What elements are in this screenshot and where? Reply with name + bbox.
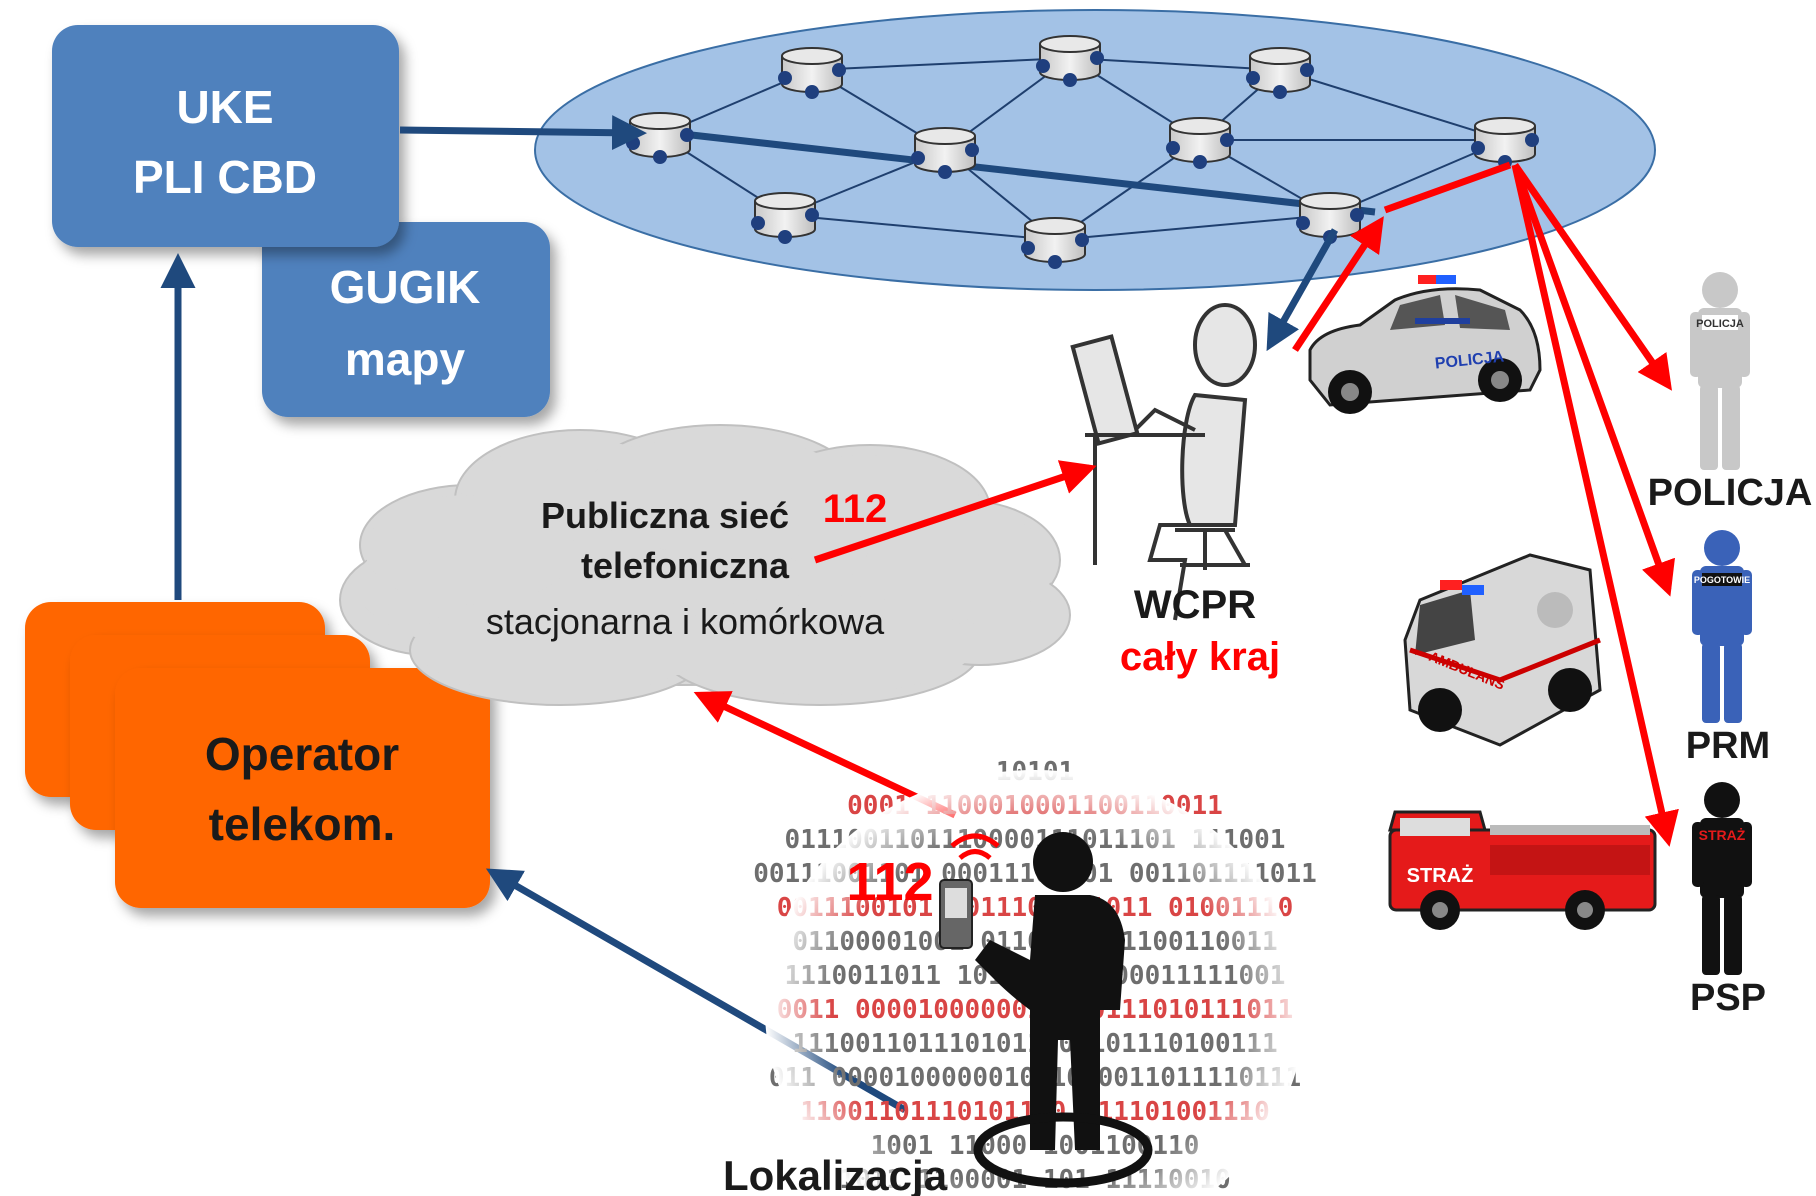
database-node-icon bbox=[1166, 117, 1234, 169]
uke-line1: UKE bbox=[176, 81, 273, 133]
telephone-network-cloud: Publiczna sieć 112 telefoniczna stacjona… bbox=[339, 424, 1071, 706]
wcpr-scope: cały kraj bbox=[1120, 635, 1280, 679]
caller-person-icon: 112 bbox=[846, 832, 1125, 1150]
fire-truck-text: STRAŻ bbox=[1407, 864, 1474, 887]
database-node-icon bbox=[751, 192, 819, 244]
prm-label: PRM bbox=[1686, 725, 1770, 767]
uke-line2: PLI CBD bbox=[133, 151, 317, 203]
wcpr-operator-icon bbox=[1070, 303, 1257, 621]
network-route bbox=[664, 128, 1376, 216]
cloud-line1: Publiczna sieć bbox=[541, 495, 789, 536]
database-node-icon bbox=[911, 127, 979, 179]
ambulance-icon: AMBULANS bbox=[1403, 553, 1602, 747]
gugik-line1: GUGIK bbox=[330, 261, 481, 313]
police-officer-icon: POLICJA bbox=[1690, 272, 1750, 470]
cloud-line3: stacjonarna i komórkowa bbox=[486, 601, 885, 642]
arrow-caller-cloud bbox=[693, 691, 957, 819]
paramedic-uniform-text: POGOTOWIE bbox=[1694, 575, 1750, 585]
arrow-wcpr-network bbox=[1292, 216, 1384, 352]
location-label: Lokalizacja bbox=[723, 1152, 948, 1196]
cloud-112: 112 bbox=[823, 487, 888, 531]
arrow-to-prm bbox=[1511, 163, 1675, 597]
database-node-icon bbox=[1471, 117, 1539, 169]
wcpr-name: WCPR bbox=[1134, 583, 1256, 627]
cloud-line2: telefoniczna bbox=[581, 545, 790, 586]
arrow-to-police bbox=[1512, 163, 1672, 391]
psp-label: PSP bbox=[1690, 977, 1766, 1019]
arrow-cloud-wcpr bbox=[813, 460, 1097, 564]
database-node-icon bbox=[1021, 217, 1089, 269]
fire-truck-icon: STRAŻ bbox=[1388, 810, 1657, 930]
location-ring bbox=[973, 1112, 1153, 1188]
database-node-icon bbox=[1246, 47, 1314, 99]
operator-box-stack: Operator telekom. bbox=[25, 602, 490, 908]
arrow-network-wcpr bbox=[1266, 228, 1339, 352]
police-car-icon: POLICJA bbox=[1308, 275, 1542, 414]
operator-line2: telekom. bbox=[209, 798, 396, 850]
database-node-icon bbox=[778, 47, 846, 99]
firefighter-uniform-text: STRAŻ bbox=[1699, 827, 1746, 843]
uke-box: UKE PLI CBD bbox=[52, 25, 399, 247]
operator-line1: Operator bbox=[205, 728, 399, 780]
firefighter-icon: STRAŻ bbox=[1692, 782, 1752, 975]
gugik-box: GUGIK mapy bbox=[262, 222, 550, 417]
gugik-line2: mapy bbox=[345, 333, 466, 385]
arrow-uke-network bbox=[399, 115, 647, 151]
police-label: POLICJA bbox=[1648, 472, 1813, 514]
paramedic-icon: POGOTOWIE bbox=[1692, 530, 1752, 723]
arrow-network-dispatch bbox=[1383, 161, 1512, 214]
arrow-to-psp bbox=[1511, 164, 1679, 847]
caller-112: 112 bbox=[846, 852, 933, 912]
police-uniform-text: POLICJA bbox=[1696, 318, 1744, 330]
database-node-icon bbox=[1036, 35, 1104, 87]
